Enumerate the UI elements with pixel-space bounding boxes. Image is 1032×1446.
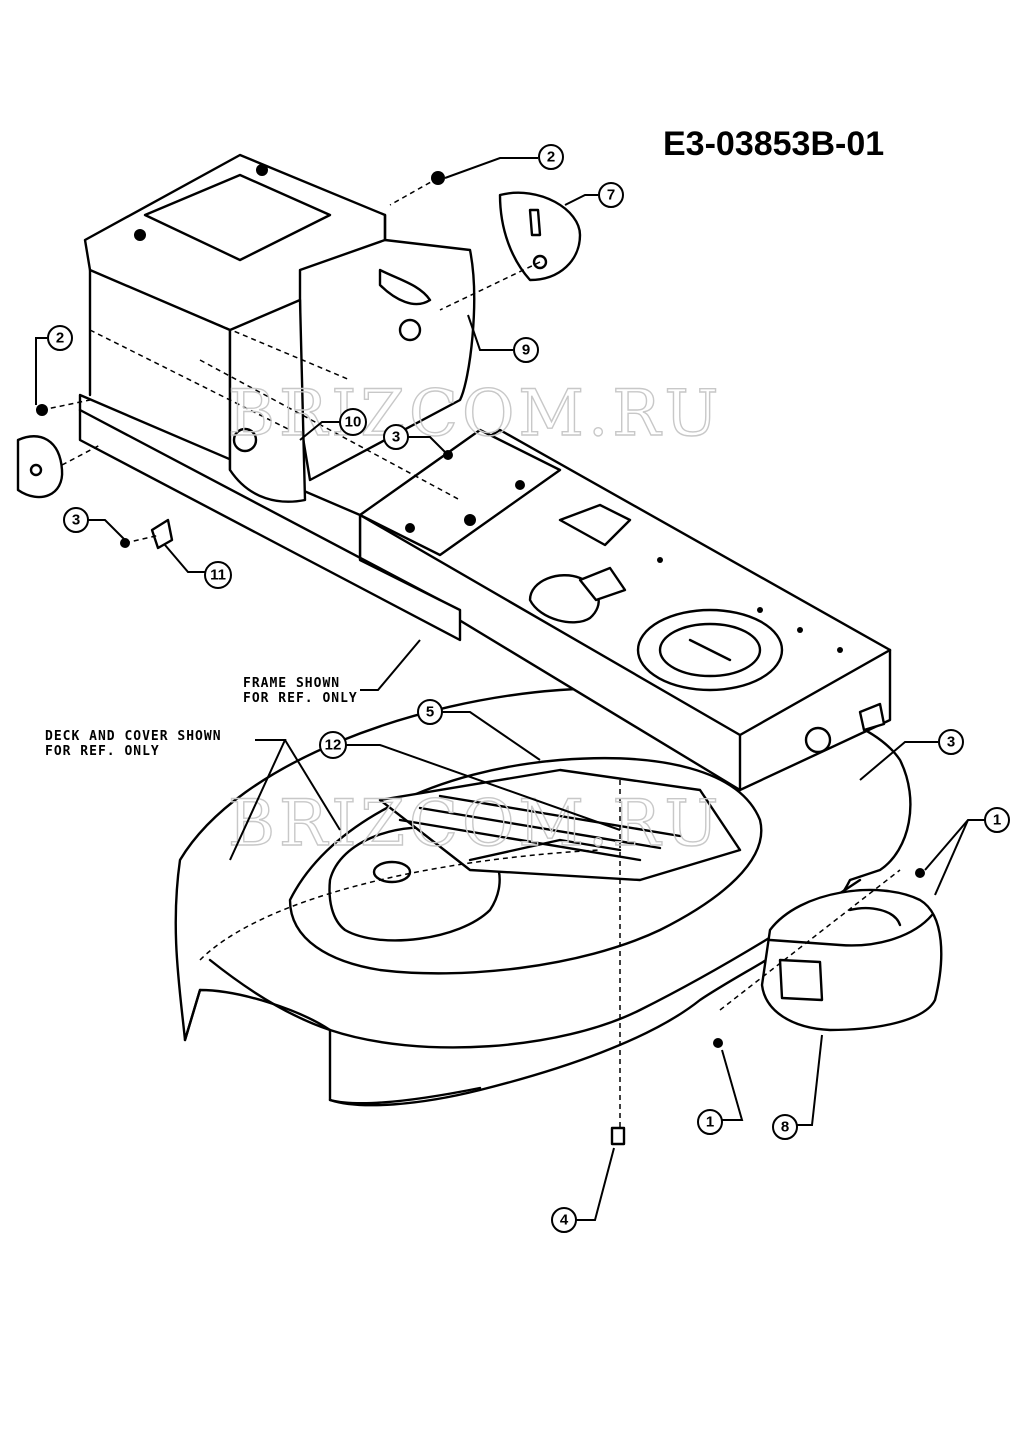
loose-parts [16,171,925,1146]
svg-text:1: 1 [706,1114,714,1131]
deck-note-line-1: DECK AND COVER SHOWN [45,729,222,744]
callout-2-top: 2 [444,144,564,179]
callout-2-left: 2 [35,325,73,405]
callout-3-left: 3 [63,507,126,541]
svg-text:3: 3 [947,734,955,751]
callout-11: 11 [164,544,232,589]
deck-note-line-2: FOR REF. ONLY [45,744,160,759]
svg-text:9: 9 [522,342,530,359]
svg-text:1: 1 [993,812,1001,829]
plate-part-7 [498,191,582,282]
frame-note-line-2: FOR REF. ONLY [243,691,358,706]
svg-text:4: 4 [560,1212,569,1229]
svg-text:3: 3 [72,512,80,529]
svg-text:12: 12 [325,737,342,754]
callout-12: 12 [319,731,621,831]
callout-1-bottom: 1 [697,1049,744,1135]
svg-text:7: 7 [607,187,615,204]
diagram-id: E3-03853B-01 [663,125,884,163]
svg-text:5: 5 [426,704,434,721]
tractor-frame [78,153,892,792]
callout-8: 8 [772,1034,823,1140]
callout-7: 7 [564,182,624,208]
svg-text:8: 8 [781,1119,789,1136]
svg-text:2: 2 [56,330,64,347]
svg-text:11: 11 [210,567,226,584]
callout-3-mid: 3 [383,424,449,456]
callout-9: 9 [467,314,539,363]
callout-5: 5 [417,699,541,761]
watermark-bottom: BRIZCOM.RU [228,787,722,861]
callout-3-right: 3 [859,729,964,781]
callout-10: 10 [299,408,367,441]
callout-1-right: 1 [924,807,1010,896]
watermark-top: BRIZCOM.RU [228,377,722,451]
callout-4: 4 [551,1147,615,1233]
mower-deck [174,686,943,1130]
frame-note-line-1: FRAME SHOWN [243,676,340,691]
svg-text:2: 2 [547,149,555,166]
svg-text:10: 10 [345,414,362,431]
svg-text:3: 3 [392,429,400,446]
